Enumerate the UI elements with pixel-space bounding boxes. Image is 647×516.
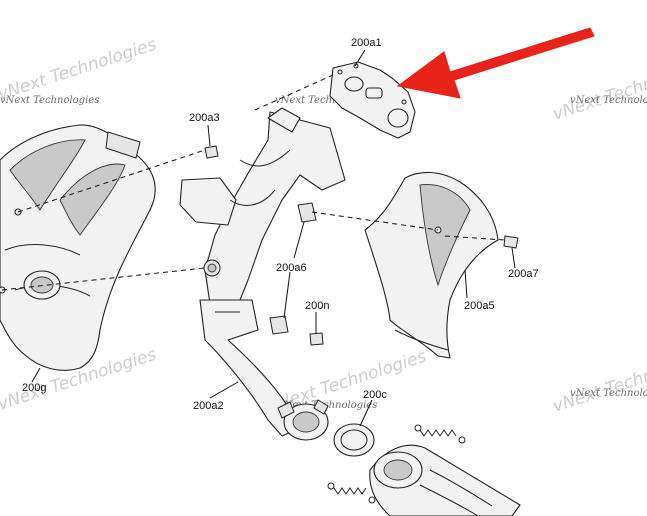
nut-lower [269, 315, 289, 335]
label-200a5: 200a5 [464, 300, 495, 312]
label-200a7: 200a7 [508, 268, 539, 280]
nut-200a6 [297, 202, 317, 223]
gasket-200a1 [329, 61, 416, 139]
watermark-top-right: vNext Technologies [550, 55, 647, 125]
label-200c: 200c [363, 389, 387, 401]
watermark-bottom-right: vNext Technologies [550, 347, 647, 417]
heat-shield-200a5 [364, 171, 519, 359]
bolt-200n [309, 332, 324, 346]
assembly-lines [1, 74, 506, 291]
label-200a3: 200a3 [189, 112, 220, 124]
spring-upper [419, 429, 457, 437]
watermark-small-left: vNext Technologies [0, 95, 99, 106]
label-200n: 200n [305, 300, 329, 312]
leader-lines [31, 49, 516, 427]
label-200a1: 200a1 [351, 37, 382, 49]
hardware-group [204, 145, 375, 457]
label-200g: 200g [22, 382, 46, 394]
watermark-small-bottom-right: vNext Technologies [570, 388, 647, 399]
exhaust-manifold-200a2 [179, 107, 346, 441]
heat-shield-200g [0, 124, 156, 371]
rear-pipe-group [327, 424, 521, 516]
watermark-small-right: vNext Technologies [570, 95, 647, 106]
callout-labels: 200a1 200a3 200a6 200n 200a5 200a7 200a2… [22, 37, 539, 412]
red-arrow-icon [396, 27, 595, 99]
watermark-small-top: vNext Technologies [275, 95, 374, 106]
spring-lower [333, 487, 367, 495]
label-200a2: 200a2 [193, 400, 224, 412]
label-200a6: 200a6 [276, 262, 307, 274]
bolt-200a3 [204, 145, 219, 159]
ring-200c [333, 423, 375, 457]
